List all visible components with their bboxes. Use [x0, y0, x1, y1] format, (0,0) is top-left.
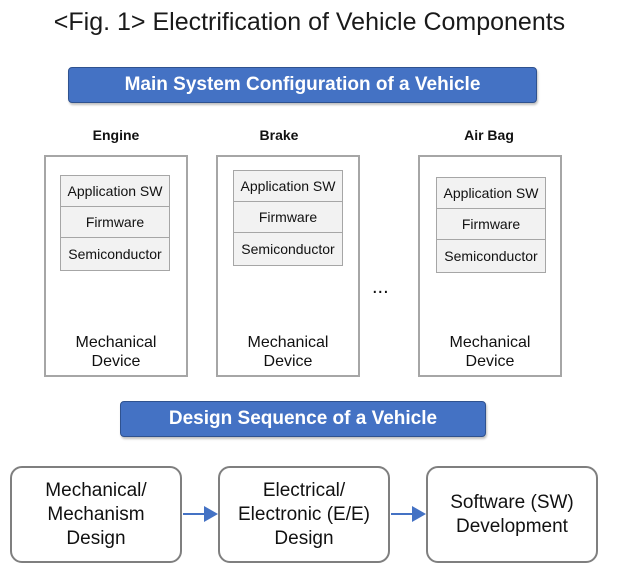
layer-semiconductor: Semiconductor	[241, 240, 335, 257]
layer-firmware: Firmware	[61, 207, 169, 238]
software-stack-engine: Application SW Firmware Semiconductor	[60, 175, 170, 271]
layer-application-sw: Application SW	[437, 178, 545, 209]
layer-application-sw: Application SW	[61, 176, 169, 207]
step-mechanical-design: Mechanical/ Mechanism Design	[10, 466, 182, 563]
layer-firmware: Firmware	[234, 202, 342, 233]
config-banner: Main System Configuration of a Vehicle	[68, 67, 537, 103]
step-label: Mechanical/ Mechanism Design	[45, 479, 147, 549]
software-stack-air-bag: Application SW Firmware Semiconductor	[436, 177, 546, 273]
component-label-air-bag: Air Bag	[464, 127, 514, 143]
layer-semiconductor: Semiconductor	[68, 245, 162, 262]
step-label: Electrical/ Electronic (E/E) Design	[238, 479, 370, 549]
figure-title: <Fig. 1> Electrification of Vehicle Comp…	[53, 8, 566, 36]
component-label-brake: Brake	[259, 127, 299, 143]
layer-application-sw: Application SW	[234, 171, 342, 202]
component-label-engine: Engine	[92, 127, 140, 143]
layer-semiconductor: Semiconductor	[444, 247, 538, 264]
software-stack-brake: Application SW Firmware Semiconductor	[233, 170, 343, 266]
device-box-engine: Application SW Firmware Semiconductor Me…	[44, 155, 188, 377]
mechanical-device-label: Mechanical Device	[449, 334, 531, 370]
device-box-brake: Application SW Firmware Semiconductor Me…	[216, 155, 360, 377]
mechanical-device-label: Mechanical Device	[75, 334, 157, 370]
device-box-air-bag: Application SW Firmware Semiconductor Me…	[418, 155, 562, 377]
ellipsis: ...	[372, 276, 389, 298]
sequence-banner: Design Sequence of a Vehicle	[120, 401, 486, 437]
mechanical-device-label: Mechanical Device	[247, 334, 329, 370]
step-label: Software (SW) Development	[450, 491, 574, 537]
step-ee-design: Electrical/ Electronic (E/E) Design	[218, 466, 390, 563]
layer-firmware: Firmware	[437, 209, 545, 240]
step-software-development: Software (SW) Development	[426, 466, 598, 563]
